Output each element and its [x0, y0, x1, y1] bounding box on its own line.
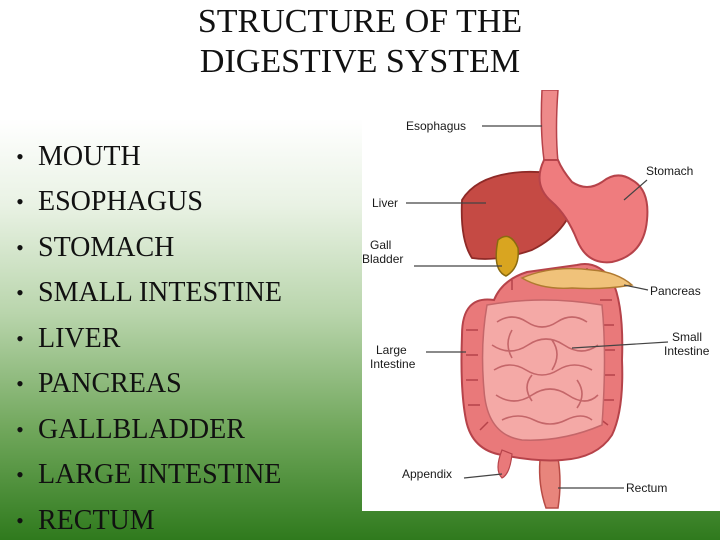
list-item-label: GALLBLADDER	[38, 413, 245, 445]
list-item-label: LIVER	[38, 322, 121, 354]
label-gall: Gall	[370, 238, 392, 252]
organ-list: • MOUTH • ESOPHAGUS • STOMACH • SMALL INTEST…	[0, 134, 282, 544]
pancreas-shape	[520, 267, 634, 290]
label-intestine-right: Intestine	[664, 344, 710, 358]
bullet-icon: •	[16, 325, 24, 351]
bullet-icon: •	[16, 507, 24, 533]
label-liver: Liver	[372, 196, 399, 210]
label-stomach: Stomach	[646, 164, 694, 178]
list-item-label: ESOPHAGUS	[38, 186, 203, 218]
bullet-icon: •	[16, 143, 24, 169]
list-item-label: MOUTH	[38, 140, 141, 172]
rectum-shape	[538, 457, 561, 509]
list-item: • SMALL INTESTINE	[0, 271, 282, 317]
slide-title: STRUCTURE OF THE DIGESTIVE SYSTEM	[110, 2, 610, 82]
list-item: • PANCREAS	[0, 362, 282, 408]
bullet-icon: •	[16, 280, 24, 306]
bullet-icon: •	[16, 234, 24, 260]
label-appendix: Appendix	[402, 467, 453, 481]
list-item: • RECTUM	[0, 498, 282, 544]
esophagus-shape	[540, 90, 559, 163]
label-esophagus: Esophagus	[406, 119, 467, 133]
label-pancreas: Pancreas	[650, 284, 701, 298]
digestive-system-illustration	[406, 90, 669, 509]
list-item-label: STOMACH	[38, 231, 175, 263]
list-item: • ESOPHAGUS	[0, 180, 282, 226]
small-intestine-shape	[481, 299, 606, 441]
label-bladder: Bladder	[362, 252, 404, 266]
digestive-system-diagram: Esophagus Stomach Liver Gall Bladder Pan…	[362, 90, 720, 511]
list-item: • LARGE INTESTINE	[0, 453, 282, 499]
bullet-icon: •	[16, 371, 24, 397]
list-item-label: LARGE INTESTINE	[38, 459, 282, 491]
list-item-label: PANCREAS	[38, 368, 182, 400]
list-item-label: SMALL INTESTINE	[38, 277, 282, 309]
title-line-2: DIGESTIVE SYSTEM	[199, 43, 521, 80]
label-large: Large	[376, 343, 407, 357]
title-line-1: STRUCTURE OF THE	[197, 3, 523, 40]
gallbladder-shape	[495, 235, 519, 277]
list-item-label: RECTUM	[38, 504, 155, 536]
stomach-shape	[538, 159, 649, 264]
list-item: • GALLBLADDER	[0, 407, 282, 453]
list-item: • STOMACH	[0, 225, 282, 271]
leader-lines	[406, 125, 669, 489]
appendix-shape	[497, 449, 513, 479]
small-intestine-loops	[491, 316, 599, 425]
bullet-icon: •	[16, 416, 24, 442]
label-intestine-left: Intestine	[370, 357, 416, 371]
label-small: Small	[672, 330, 703, 344]
bullet-icon: •	[16, 462, 24, 488]
label-rectum: Rectum	[626, 481, 668, 495]
list-item: • LIVER	[0, 316, 282, 362]
bullet-icon: •	[16, 189, 24, 215]
list-item: • MOUTH	[0, 134, 282, 180]
